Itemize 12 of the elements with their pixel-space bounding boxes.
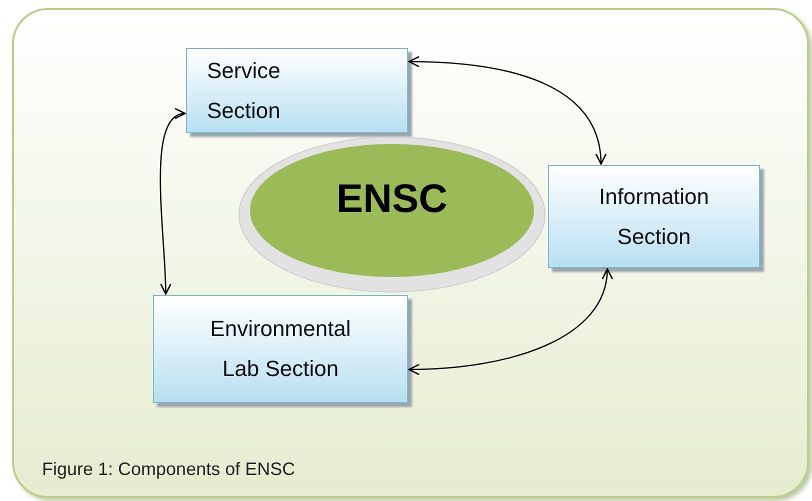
section-box	[548, 165, 760, 268]
curved-arrow	[408, 268, 612, 375]
section-label: Environmental Lab Section	[209, 315, 352, 383]
section-label: Information Section	[598, 182, 710, 250]
node-title: ENSC	[336, 176, 448, 222]
section-label: Service Section	[207, 56, 282, 124]
section-box	[186, 48, 408, 133]
curved-arrow	[408, 56, 606, 165]
section-box	[153, 295, 408, 403]
ellipse-node	[238, 136, 546, 293]
curved-arrow	[160, 110, 186, 295]
figure-caption: Figure 1: Components of ENSC	[42, 458, 296, 481]
